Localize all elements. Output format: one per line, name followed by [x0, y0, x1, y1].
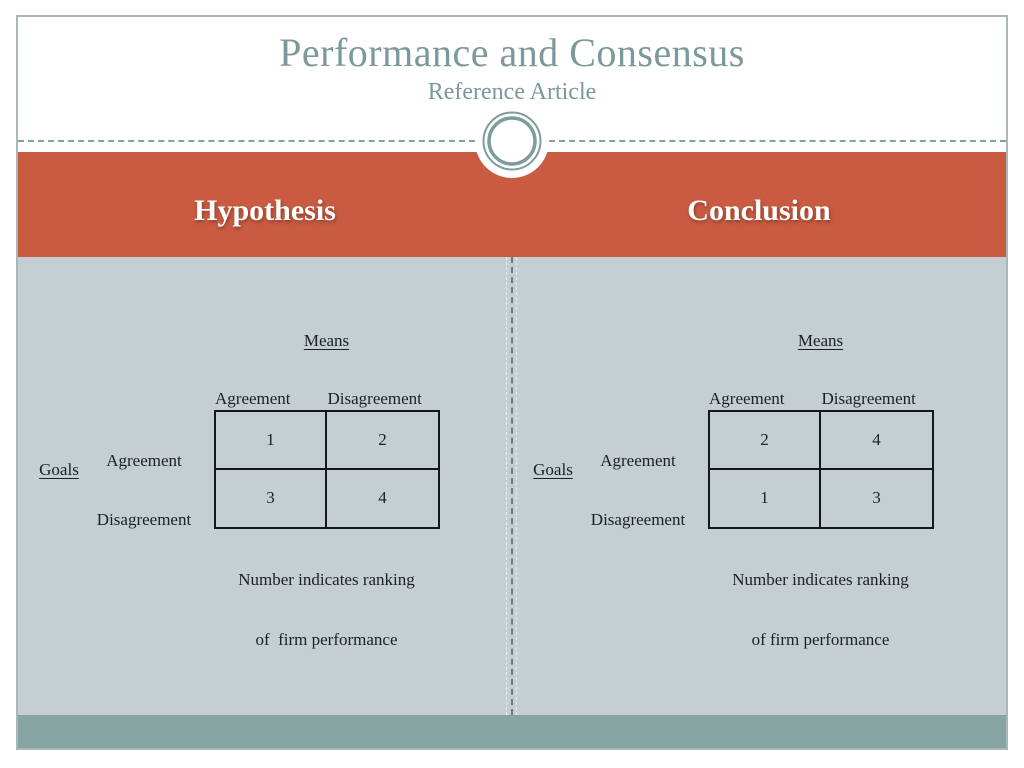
column-header-disagreement: Disagreement: [327, 389, 422, 408]
footer-band: [18, 715, 1006, 748]
column-header-disagreement: Disagreement: [821, 389, 916, 408]
row-header-agreement: Agreement: [600, 451, 676, 470]
column-header-agreement: Agreement: [709, 389, 785, 408]
row-header-disagreement: Disagreement: [590, 510, 686, 529]
matrix-cell: 4: [821, 412, 932, 470]
means-label: Means: [303, 331, 350, 350]
matrix-column-headers: Agreement Disagreement: [708, 389, 933, 409]
matrix-column-headers: Agreement Disagreement: [214, 389, 439, 409]
slide-subtitle: Reference Article: [427, 79, 597, 105]
row-header-disagreement: Disagreement: [96, 510, 192, 529]
ranking-note-line1: Number indicates ranking: [732, 570, 909, 589]
hypothesis-panel: Means Goals Agreement Disagreement Agree…: [18, 257, 512, 715]
panel-divider-highlight-left: [506, 257, 507, 715]
goals-label: Goals: [39, 460, 79, 479]
ranking-note-line2: of firm performance: [751, 630, 890, 649]
panel-divider-highlight-right: [516, 257, 517, 715]
means-label: Means: [797, 331, 844, 350]
double-ring-circle-icon: [475, 104, 549, 178]
column-header-agreement: Agreement: [215, 389, 291, 408]
ranking-matrix: 1 2 3 4: [214, 410, 440, 529]
ranking-note-line1: Number indicates ranking: [238, 570, 415, 589]
slide: Performance and Consensus Reference Arti…: [16, 15, 1008, 750]
row-header-agreement: Agreement: [106, 451, 182, 470]
matrix-cell: 1: [710, 469, 821, 527]
conclusion-panel: Means Goals Agreement Disagreement Agree…: [512, 257, 1006, 715]
slide-title: Performance and Consensus: [279, 30, 745, 75]
matrix-cell: 3: [216, 469, 327, 527]
ranking-matrix: 2 4 1 3: [708, 410, 934, 529]
matrix-cell: 4: [378, 488, 387, 508]
panel-divider: [511, 257, 513, 715]
goals-label: Goals: [533, 460, 573, 479]
ranking-note-line2: of firm performance: [255, 630, 398, 649]
matrix-cell: 3: [872, 488, 881, 508]
conclusion-heading: Conclusion: [687, 194, 831, 227]
matrix-cell: 2: [710, 412, 821, 470]
matrix-cell: 2: [327, 412, 438, 470]
matrix-cell: 1: [216, 412, 327, 470]
hypothesis-heading: Hypothesis: [194, 194, 336, 227]
